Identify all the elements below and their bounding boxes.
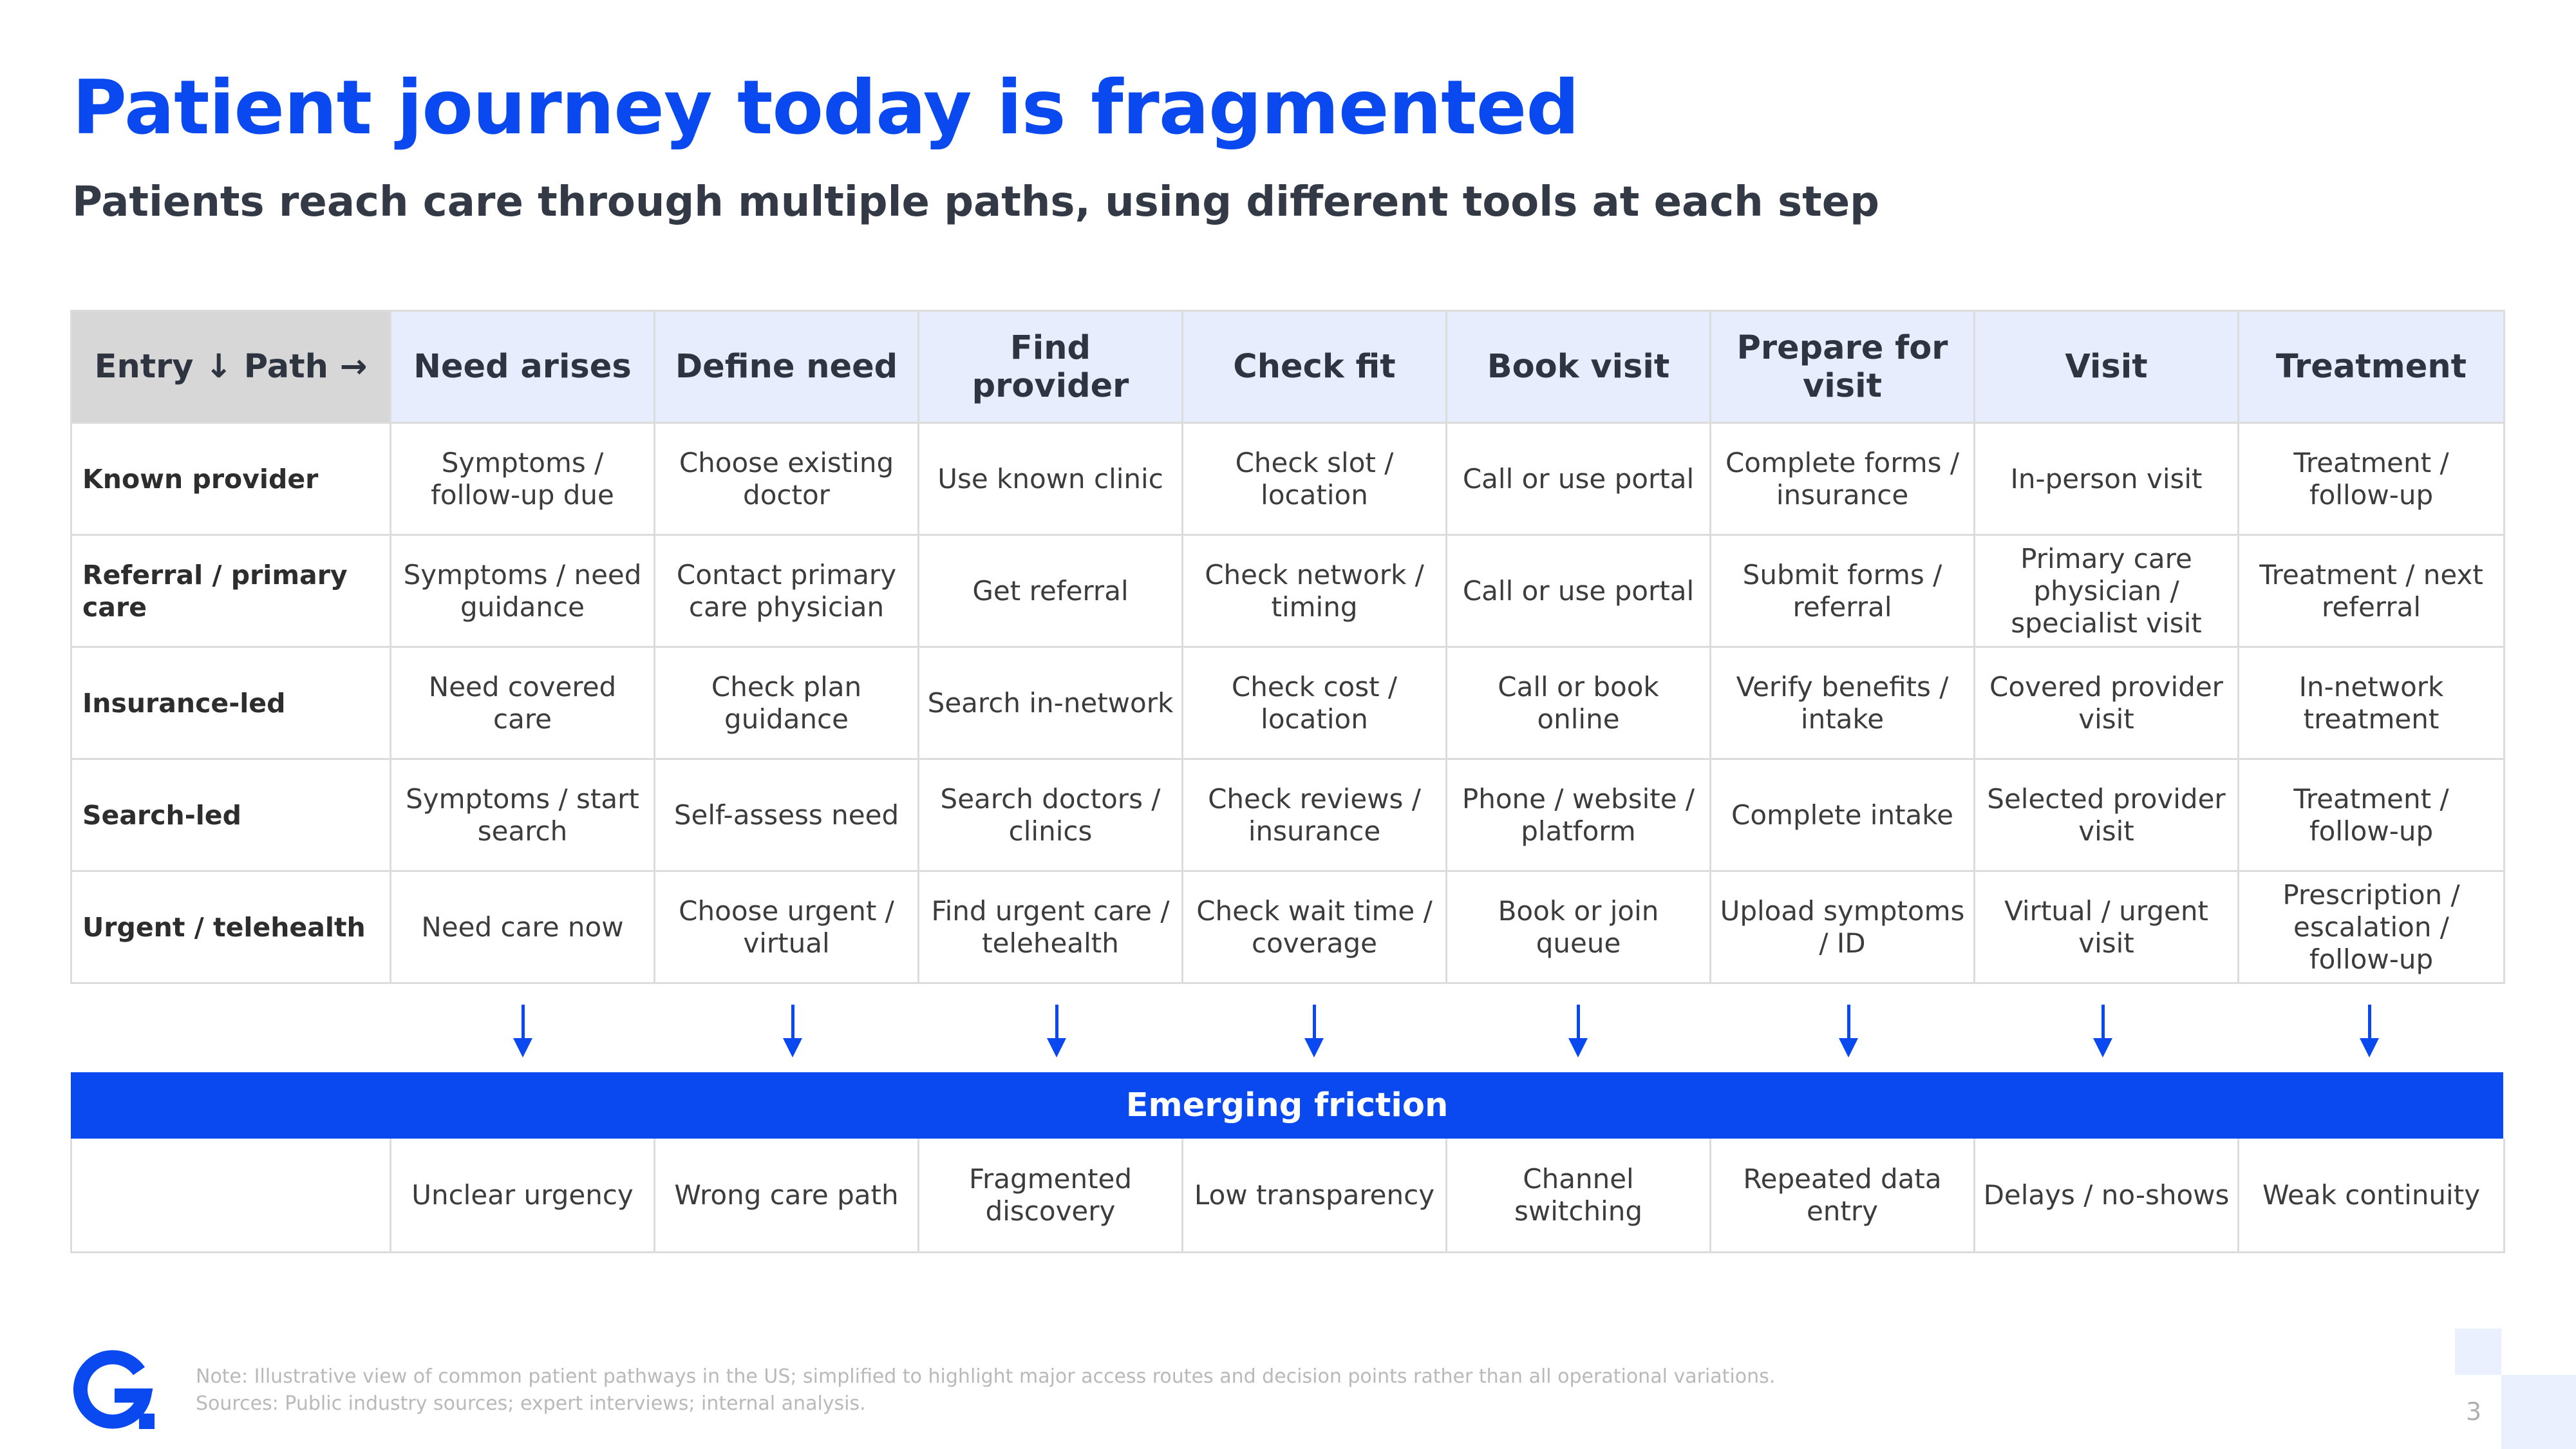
table-cell: Covered provider visit xyxy=(1973,646,2239,760)
brand-logo-icon xyxy=(73,1350,155,1429)
table-cell: Need care now xyxy=(390,870,655,984)
friction-cell: Low transparency xyxy=(1181,1139,1447,1253)
row-label: Known provider xyxy=(70,422,391,536)
table-cell: Search doctors / clinics xyxy=(917,758,1183,872)
arrow-down-icon xyxy=(513,1005,532,1059)
table-cell: Check network / timing xyxy=(1181,534,1447,648)
table-cell: Phone / website / platform xyxy=(1445,758,1711,872)
friction-empty-cell xyxy=(70,1139,391,1253)
header-row: Entry ↓ Path → Need arises Define need F… xyxy=(70,310,2505,424)
table-cell: Call or use portal xyxy=(1445,534,1711,648)
arrow-down-icon xyxy=(1047,1005,1066,1059)
table-cell: Call or use portal xyxy=(1445,422,1711,536)
column-header: Treatment xyxy=(2237,310,2505,424)
friction-cell: Delays / no-shows xyxy=(1973,1139,2239,1253)
column-header: Visit xyxy=(1973,310,2239,424)
table-cell: Submit forms / referral xyxy=(1709,534,1975,648)
row-label: Urgent / telehealth xyxy=(70,870,391,984)
arrow-down-icon xyxy=(1839,1005,1858,1059)
friction-cell: Fragmented discovery xyxy=(917,1139,1183,1253)
friction-cell: Channel switching xyxy=(1445,1139,1711,1253)
friction-cell: Repeated data entry xyxy=(1709,1139,1975,1253)
friction-banner: Emerging friction xyxy=(71,1072,2503,1139)
table-cell: Virtual / urgent visit xyxy=(1973,870,2239,984)
table-cell: Primary care physician / specialist visi… xyxy=(1973,534,2239,648)
table-cell: Symptoms / follow-up due xyxy=(390,422,655,536)
journey-table: Entry ↓ Path → Need arises Define need F… xyxy=(70,310,2505,984)
table-cell: Check plan guidance xyxy=(653,646,919,760)
table-cell: Contact primary care physician xyxy=(653,534,919,648)
table-cell: Check wait time / coverage xyxy=(1181,870,1447,984)
table-row: Urgent / telehealth Need care now Choose… xyxy=(70,870,2505,984)
corner-cell: Entry ↓ Path → xyxy=(70,310,391,424)
table-cell: Check reviews / insurance xyxy=(1181,758,1447,872)
friction-cell: Wrong care path xyxy=(653,1139,919,1253)
column-header: Define need xyxy=(653,310,919,424)
column-header: Prepare for visit xyxy=(1709,310,1975,424)
table-cell: In-network treatment xyxy=(2237,646,2505,760)
column-header: Book visit xyxy=(1445,310,1711,424)
table-cell: Verify benefits / intake xyxy=(1709,646,1975,760)
table-cell: Selected provider visit xyxy=(1973,758,2239,872)
table-cell: In-person visit xyxy=(1973,422,2239,536)
friction-row: Unclear urgency Wrong care path Fragment… xyxy=(70,1139,2505,1253)
column-header: Find provider xyxy=(917,310,1183,424)
friction-arrows xyxy=(0,1005,2576,1069)
friction-cell: Weak continuity xyxy=(2237,1139,2505,1253)
arrow-down-icon xyxy=(1568,1005,1588,1059)
table-cell: Search in-network xyxy=(917,646,1183,760)
column-header: Need arises xyxy=(390,310,655,424)
friction-table: Unclear urgency Wrong care path Fragment… xyxy=(70,1139,2505,1253)
table-cell: Get referral xyxy=(917,534,1183,648)
table-cell: Use known clinic xyxy=(917,422,1183,536)
arrow-down-icon xyxy=(1304,1005,1324,1059)
table-cell: Complete forms / insurance xyxy=(1709,422,1975,536)
table-row: Search-led Symptoms / start search Self-… xyxy=(70,758,2505,872)
row-label: Insurance-led xyxy=(70,646,391,760)
table-cell: Treatment / follow-up xyxy=(2237,758,2505,872)
table-cell: Check cost / location xyxy=(1181,646,1447,760)
table-row: Insurance-led Need covered care Check pl… xyxy=(70,646,2505,760)
table-cell: Choose urgent / virtual xyxy=(653,870,919,984)
table-cell: Symptoms / start search xyxy=(390,758,655,872)
row-label: Search-led xyxy=(70,758,391,872)
page-number: 3 xyxy=(2466,1397,2482,1426)
table-cell: Need covered care xyxy=(390,646,655,760)
table-cell: Treatment / follow-up xyxy=(2237,422,2505,536)
arrow-down-icon xyxy=(783,1005,802,1059)
table-cell: Upload symptoms / ID xyxy=(1709,870,1975,984)
page-title: Patient journey today is fragmented xyxy=(72,64,1579,151)
table-cell: Treatment / next referral xyxy=(2237,534,2505,648)
page-subtitle: Patients reach care through multiple pat… xyxy=(72,178,1879,226)
table-cell: Call or book online xyxy=(1445,646,1711,760)
table-cell: Symptoms / need guidance xyxy=(390,534,655,648)
arrow-down-icon xyxy=(2093,1005,2112,1059)
table-cell: Complete intake xyxy=(1709,758,1975,872)
column-header: Check fit xyxy=(1181,310,1447,424)
table-row: Referral / primary care Symptoms / need … xyxy=(70,534,2505,648)
decorative-square xyxy=(2501,1375,2576,1449)
table-row: Known provider Symptoms / follow-up due … xyxy=(70,422,2505,536)
arrow-down-icon xyxy=(2360,1005,2379,1059)
footnote: Note: Illustrative view of common patien… xyxy=(196,1363,1775,1417)
decorative-square xyxy=(2455,1329,2501,1375)
table-cell: Self-assess need xyxy=(653,758,919,872)
row-label: Referral / primary care xyxy=(70,534,391,648)
table-cell: Book or join queue xyxy=(1445,870,1711,984)
friction-cell: Unclear urgency xyxy=(390,1139,655,1253)
table-cell: Check slot / location xyxy=(1181,422,1447,536)
table-cell: Prescription / escalation / follow-up xyxy=(2237,870,2505,984)
table-cell: Choose existing doctor xyxy=(653,422,919,536)
footnote-sources: Sources: Public industry sources; expert… xyxy=(196,1392,866,1415)
table-cell: Find urgent care / telehealth xyxy=(917,870,1183,984)
footnote-note: Note: Illustrative view of common patien… xyxy=(196,1365,1776,1388)
